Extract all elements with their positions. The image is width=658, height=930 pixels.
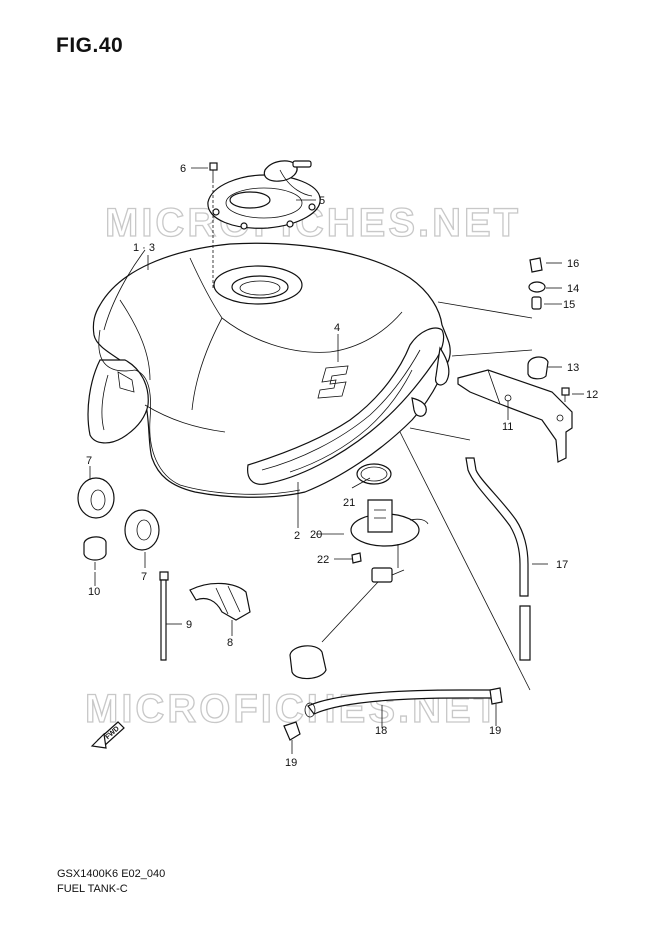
callout-18: 18 <box>375 725 387 737</box>
callout-19-right: 19 <box>489 725 501 737</box>
collar-15[interactable] <box>531 296 542 310</box>
damper-7-upper[interactable] <box>77 477 115 519</box>
callout-5: 5 <box>319 195 325 207</box>
callout-1-3: 1 · 3 <box>133 242 155 254</box>
cap-bolt[interactable] <box>209 162 218 290</box>
fuel-pump-20[interactable] <box>289 499 429 680</box>
cushion-13[interactable] <box>527 356 549 380</box>
screw-22[interactable] <box>351 552 362 564</box>
screw-16[interactable] <box>529 257 543 273</box>
callout-11: 11 <box>502 421 513 433</box>
callout-15: 15 <box>563 299 575 311</box>
cushion-14[interactable] <box>528 281 546 293</box>
callout-22: 22 <box>317 554 329 566</box>
hose-17[interactable] <box>465 457 531 661</box>
fuel-tank[interactable] <box>87 242 451 498</box>
callout-2: 2 <box>294 530 300 542</box>
callout-7-lower: 7 <box>141 571 147 583</box>
callout-16: 16 <box>567 258 579 270</box>
callout-13: 13 <box>567 362 579 374</box>
callout-12: 12 <box>586 389 598 401</box>
damper-7-lower[interactable] <box>124 509 160 551</box>
callout-14: 14 <box>567 283 579 295</box>
leader-lines <box>89 167 584 754</box>
o-ring-21[interactable] <box>356 463 392 485</box>
callout-20: 20 <box>310 529 322 541</box>
cap-10[interactable] <box>83 536 107 570</box>
cushion-8[interactable] <box>189 582 251 621</box>
model-code: GSX1400K6 E02_040 <box>57 868 166 880</box>
callout-8: 8 <box>227 637 233 649</box>
figure-title: FIG.40 <box>56 34 124 57</box>
clamp-19-left[interactable] <box>283 721 301 741</box>
bolt-12[interactable] <box>561 387 570 402</box>
callouts: 6 5 1 · 3 16 14 15 4 13 12 11 7 21 2 20 … <box>86 163 598 769</box>
callout-4: 4 <box>334 322 340 334</box>
callout-7-upper: 7 <box>86 455 92 467</box>
callout-6: 6 <box>180 163 186 175</box>
section-name: FUEL TANK-C <box>57 883 128 895</box>
clamp-19-right[interactable] <box>489 687 503 705</box>
callout-9: 9 <box>186 619 192 631</box>
tie-9[interactable] <box>159 571 169 661</box>
callout-19-left: 19 <box>285 757 297 769</box>
callout-17: 17 <box>556 559 568 571</box>
bracket-11[interactable] <box>457 369 573 463</box>
callout-10: 10 <box>88 586 100 598</box>
fuel-cap-assembly[interactable] <box>207 160 321 230</box>
callout-21: 21 <box>343 497 355 509</box>
